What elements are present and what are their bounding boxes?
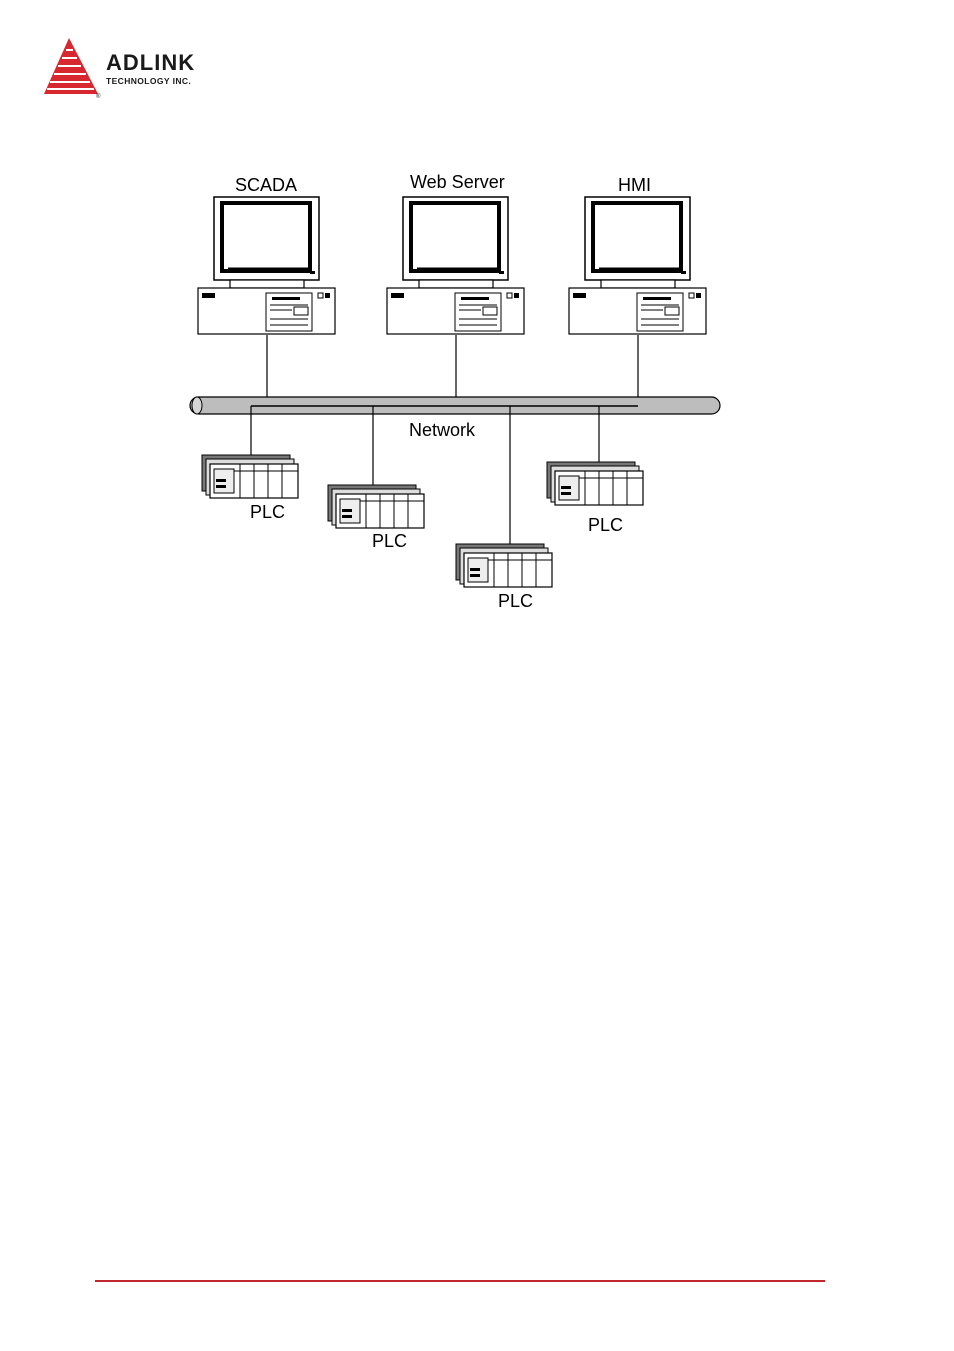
plc-1 bbox=[202, 455, 298, 498]
network-label: Network bbox=[409, 420, 476, 440]
network-bus bbox=[190, 397, 720, 414]
plc-3 bbox=[456, 544, 552, 587]
footer-rule bbox=[95, 1280, 825, 1282]
plc-4-label: PLC bbox=[588, 515, 623, 535]
plc-2 bbox=[328, 485, 424, 528]
network-diagram: SCADA Web Server HMI Network PLC PLC PLC… bbox=[0, 0, 954, 660]
hmi-label: HMI bbox=[618, 175, 651, 195]
web-server-workstation bbox=[387, 197, 524, 334]
plc-3-label: PLC bbox=[498, 591, 533, 611]
plc-4 bbox=[547, 462, 643, 505]
scada-label: SCADA bbox=[235, 175, 297, 195]
hmi-workstation bbox=[569, 197, 706, 334]
workstation-links bbox=[267, 335, 638, 399]
web-server-label: Web Server bbox=[410, 172, 505, 192]
plc-2-label: PLC bbox=[372, 531, 407, 551]
scada-workstation bbox=[198, 197, 335, 334]
plc-1-label: PLC bbox=[250, 502, 285, 522]
